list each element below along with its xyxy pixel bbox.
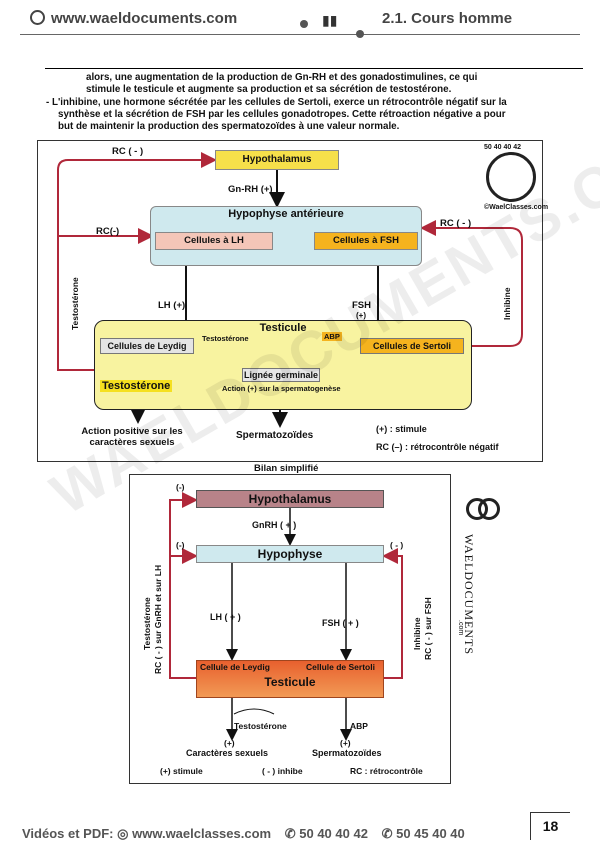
cells-fsh-box: Cellules à FSH bbox=[314, 232, 418, 250]
fsh-plus-label: (+) bbox=[356, 311, 366, 320]
text-line: but de maintenir la production des sperm… bbox=[58, 121, 400, 132]
hypothalamus-box: Hypothalamus bbox=[196, 490, 384, 508]
footer: Vidéos et PDF: ◎ www.waelclasses.com ✆ 5… bbox=[22, 826, 465, 842]
footer-label: Vidéos et PDF: bbox=[22, 826, 114, 841]
leydig-box: Cellules de Leydig bbox=[100, 338, 194, 354]
brand-logo-icon bbox=[486, 152, 536, 202]
sertoli-box: Cellules de Sertoli bbox=[360, 338, 464, 354]
phone-icon: ✆ bbox=[284, 826, 296, 841]
hypothalamus-box: Hypothalamus bbox=[215, 150, 339, 170]
testicule-label: Testicule bbox=[264, 675, 316, 689]
hypophyse-label: Hypophyse antérieure bbox=[228, 208, 344, 220]
legend-rc: RC : rétrocontrôle bbox=[350, 766, 423, 776]
testosterone-vertical-label: Testostérone bbox=[142, 597, 152, 650]
rule-line bbox=[45, 68, 583, 69]
chapter-title: 2.1. Cours homme bbox=[382, 10, 513, 27]
brand-logo-text: ©WaelClasses.com bbox=[484, 204, 549, 211]
footer-phone[interactable]: 50 45 40 40 bbox=[396, 826, 465, 841]
legend-stimule: (+) : stimule bbox=[376, 424, 427, 434]
plus-label: (+) bbox=[340, 738, 351, 748]
cells-lh-box: Cellules à LH bbox=[155, 232, 273, 250]
testosterone-label: Testostérone bbox=[100, 380, 173, 392]
rc-vertical-label: RC ( - ) sur GnRH et sur LH bbox=[153, 564, 163, 674]
spermatozoides-label: Spermatozoïdes bbox=[236, 430, 314, 441]
header-dot bbox=[300, 20, 308, 28]
plus-label: (+) bbox=[224, 738, 235, 748]
testicule-box bbox=[94, 320, 472, 410]
sertoli-label: Cellule de Sertoli bbox=[306, 662, 375, 672]
globe-icon bbox=[30, 10, 45, 25]
lh-label: LH (+) bbox=[158, 300, 186, 311]
action-spermatogenese-label: Action (+) sur la spermatogenèse bbox=[222, 384, 341, 393]
testicule-box bbox=[196, 660, 384, 698]
bilan-title: Bilan simplifié bbox=[254, 463, 319, 474]
legend-stimule: (+) stimule bbox=[160, 766, 203, 776]
footer-site-link[interactable]: www.waelclasses.com bbox=[132, 826, 272, 841]
caracteres-label: Caractères sexuels bbox=[186, 748, 269, 758]
inhibine-vertical-label: Inhibine bbox=[412, 617, 422, 650]
brand-logo-phone: 50 40 40 42 bbox=[484, 144, 521, 151]
text-line: alors, une augmentation de la production… bbox=[86, 72, 478, 83]
book-icon: ▮▮ bbox=[322, 12, 338, 28]
header-site: www.waeldocuments.com bbox=[30, 10, 237, 27]
legend-rc: RC (–) : rétrocontrôle négatif bbox=[376, 442, 499, 452]
lignee-germinale-box: Lignée germinale bbox=[242, 368, 320, 382]
testosterone-small-label: Testostérone bbox=[202, 334, 249, 343]
page-number: 18 bbox=[530, 812, 570, 840]
spermatozoides-label: Spermatozoïdes bbox=[312, 748, 382, 758]
minus-label: (-) bbox=[176, 482, 185, 492]
brand-side-com: .com bbox=[457, 620, 464, 636]
rc-label: RC ( - ) bbox=[112, 146, 144, 157]
rc-label: RC(-) bbox=[96, 226, 120, 237]
brand-side-text: WAELDOCUMENTS bbox=[462, 534, 476, 655]
fsh-label: FSH bbox=[352, 300, 371, 311]
rc-label: RC ( - ) bbox=[440, 218, 472, 229]
fsh-label: FSH ( + ) bbox=[322, 618, 359, 628]
text-line: - L'inhibine, une hormone sécrétée par l… bbox=[46, 97, 507, 108]
brand-logo-icon bbox=[478, 498, 500, 520]
figure-regulation bbox=[37, 140, 543, 462]
figure-bilan bbox=[129, 474, 451, 784]
phone-icon: ✆ bbox=[381, 826, 393, 841]
gnrh-label: Gn-RH (+) bbox=[228, 184, 273, 195]
leydig-label: Cellule de Leydig bbox=[200, 662, 270, 672]
footer-phone[interactable]: 50 40 40 42 bbox=[299, 826, 368, 841]
minus-label: ( - ) bbox=[390, 540, 404, 550]
globe-icon: ◎ bbox=[117, 826, 129, 841]
testosterone-label: Testostérone bbox=[234, 721, 287, 731]
abp-label: ABP bbox=[322, 332, 342, 341]
abp-label: ABP bbox=[350, 721, 368, 731]
gnrh-label: GnRH ( + ) bbox=[252, 520, 297, 530]
inhibine-side-label: Inhibine bbox=[502, 287, 512, 320]
hypophyse-box: Hypophyse bbox=[196, 545, 384, 563]
lh-label: LH ( + ) bbox=[210, 612, 241, 622]
testosterone-side-label: Testostérone bbox=[70, 277, 80, 330]
header-dot bbox=[356, 30, 364, 38]
testicule-label: Testicule bbox=[259, 322, 307, 334]
text-line: synthèse et la sécrétion de FSH par les … bbox=[58, 109, 506, 120]
text-line: stimule le testicule et augmente sa prod… bbox=[86, 84, 452, 95]
rc-fsh-vertical-label: RC ( - ) sur FSH bbox=[423, 597, 433, 660]
header-divider bbox=[20, 34, 580, 35]
legend-inhibe: ( - ) inhibe bbox=[262, 766, 303, 776]
minus-label: (-) bbox=[176, 540, 185, 550]
